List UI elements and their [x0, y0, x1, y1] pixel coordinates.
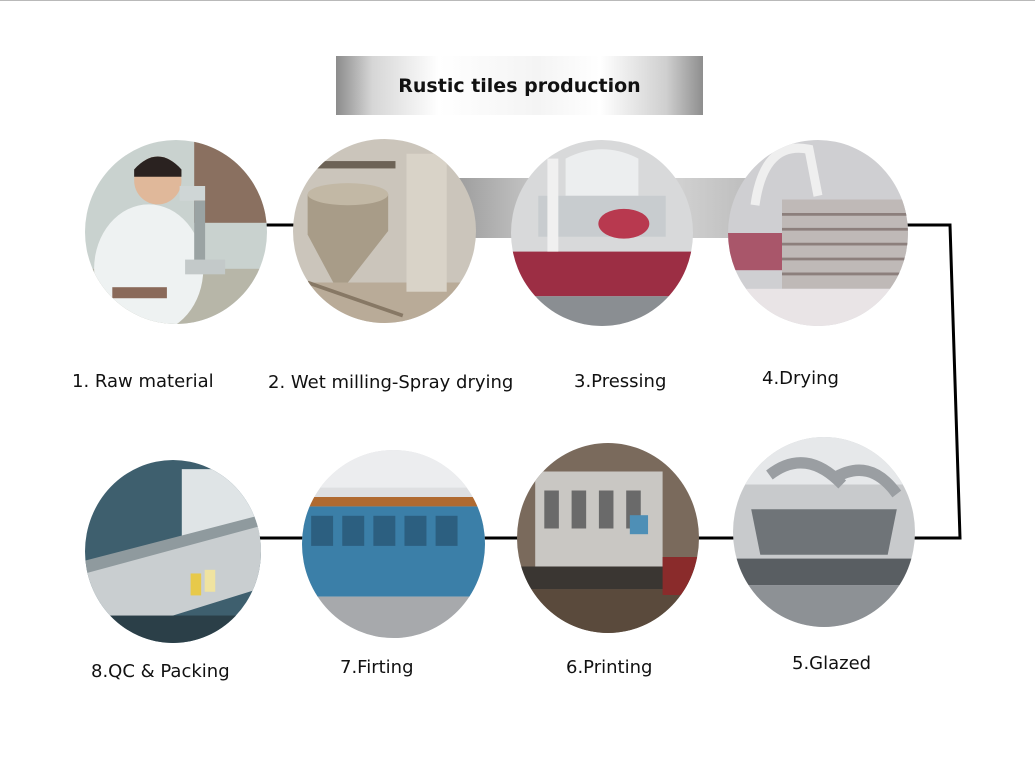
title-banner: Rustic tiles production — [336, 56, 703, 115]
step-2-label: 2. Wet milling-Spray drying — [268, 372, 514, 393]
step-6-photo — [517, 443, 699, 633]
top-divider — [0, 0, 1035, 1]
step-1-label: 1. Raw material — [72, 371, 214, 392]
step-8-label: 8.QC & Packing — [91, 661, 230, 682]
step-7-photo — [302, 450, 485, 638]
step-1-photo — [85, 140, 267, 324]
step-6-label: 6.Printing — [566, 657, 653, 678]
step-3-photo — [511, 140, 693, 326]
step-5-label: 5.Glazed — [792, 653, 872, 674]
diagram-title: Rustic tiles production — [398, 74, 641, 97]
step-4-label: 4.Drying — [762, 368, 839, 389]
step-8-photo — [85, 460, 261, 643]
step-3-label: 3.Pressing — [574, 371, 667, 392]
line-4-5 — [895, 223, 962, 540]
step-5-photo — [733, 437, 915, 627]
step-2-photo — [293, 139, 476, 323]
step-4-photo — [728, 140, 908, 326]
step-7-label: 7.Firting — [340, 657, 414, 678]
